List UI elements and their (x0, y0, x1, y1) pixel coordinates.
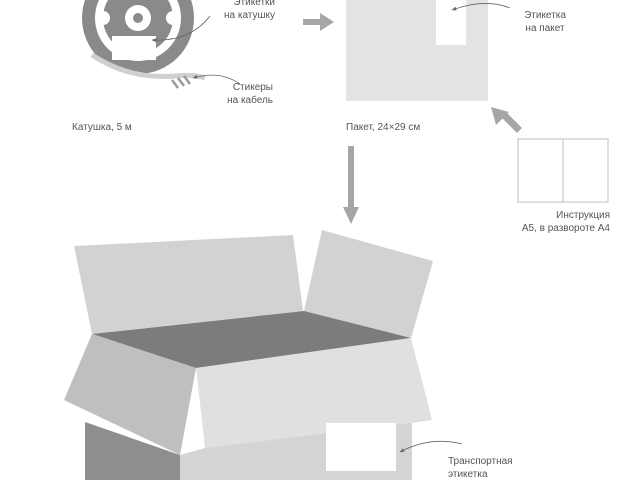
pointer-cable-stickers (192, 74, 241, 85)
manual-caption-line2: А5, в развороте А4 (521, 223, 610, 234)
reel-caption: Катушка, 5 м (72, 122, 132, 133)
manual-caption: Инструкция А5, в развороте А4 (500, 209, 610, 235)
cable-stickers-label: Стикеры на кабель (215, 81, 273, 107)
shipping-label-line1: Транспортная (448, 456, 513, 467)
shipping-label-line2: этикетка (448, 469, 488, 480)
reel-sticker-label (112, 36, 156, 60)
bag-label-caption: Этикетка на пакет (505, 9, 585, 35)
pointer-bag-label (451, 3, 511, 11)
cable-stickers-line1: Стикеры (232, 82, 273, 93)
shipping-label-caption: Транспортная этикетка (448, 455, 513, 481)
arrow-reel-to-bag (303, 13, 334, 31)
reel-stickers-label: Этикетки на катушку (205, 0, 275, 22)
box-left-flap (64, 334, 196, 455)
box-front-flap (196, 338, 432, 448)
cable-stickers-line2: на кабель (227, 95, 273, 106)
bag-label-line2: на пакет (525, 23, 565, 34)
box-interior (92, 311, 411, 368)
pointer-reel-stickers (151, 15, 211, 43)
box-left-face (85, 422, 180, 480)
shipping-box (64, 230, 433, 480)
bag-label-line1: Этикетка (524, 10, 566, 21)
pointer-shipping-label (399, 440, 463, 453)
manual-booklet (517, 138, 609, 203)
reel-stickers-line1: Этикетки (233, 0, 275, 8)
box-shipping-label (326, 423, 396, 471)
box-back-right-flap (304, 230, 433, 338)
bag-caption: Пакет, 24×29 см (346, 122, 421, 133)
arrow-manual-to-bag (491, 107, 522, 133)
bag (346, 0, 488, 101)
cable-reel (82, 0, 206, 89)
box-back-left-flap (74, 235, 303, 334)
arrow-bag-to-box (343, 146, 359, 224)
reel-stickers-line2: на катушку (223, 10, 275, 21)
manual-caption-line1: Инструкция (556, 210, 610, 221)
